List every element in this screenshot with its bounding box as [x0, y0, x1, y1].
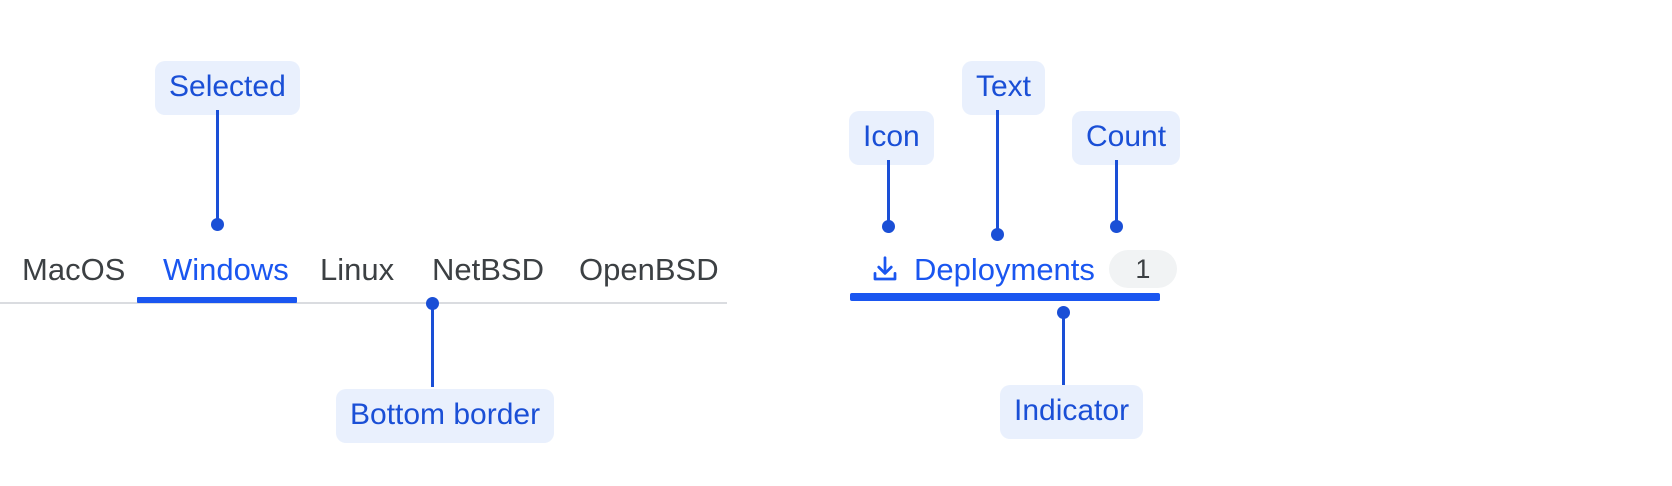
annotation-label-text: Text [962, 61, 1046, 115]
leader-line-count [1115, 160, 1118, 224]
leader-line-indicator [1062, 312, 1065, 385]
leader-line-bottom-border [431, 303, 434, 387]
annotation-label-indicator: Indicator [1000, 385, 1144, 439]
tab-bar-os: MacOS Windows Linux NetBSD OpenBSD [0, 248, 760, 308]
leader-dot-selected [211, 218, 224, 231]
annotation-label-count: Count [1072, 111, 1181, 165]
tab-deployments-indicator [850, 293, 1160, 301]
tab-macos[interactable]: MacOS [22, 252, 126, 287]
annotation-label-icon: Icon [849, 111, 934, 165]
annotation-label-bottom-border: Bottom border [336, 389, 555, 443]
tab-deployments-content: Deployments 1 [870, 246, 1177, 292]
leader-dot-text [991, 228, 1004, 241]
tab-openbsd[interactable]: OpenBSD [579, 252, 719, 287]
tab-deployments-label: Deployments [914, 251, 1095, 287]
annotation-label-selected: Selected [155, 61, 300, 115]
download-icon [873, 256, 897, 281]
tab-deployments-count-badge: 1 [1108, 250, 1177, 288]
tab-linux[interactable]: Linux [320, 252, 395, 287]
leader-line-icon [887, 160, 890, 224]
tab-windows[interactable]: Windows [163, 252, 289, 287]
tab-bar-bottom-border [0, 302, 727, 304]
tab-deployments[interactable]: Deployments 1 [850, 246, 1180, 316]
leader-dot-count [1110, 220, 1123, 233]
leader-line-selected [216, 110, 219, 223]
tab-netbsd[interactable]: NetBSD [432, 252, 544, 287]
tab-active-indicator-windows [137, 297, 297, 303]
leader-line-text [996, 110, 999, 232]
leader-dot-icon [882, 220, 895, 233]
